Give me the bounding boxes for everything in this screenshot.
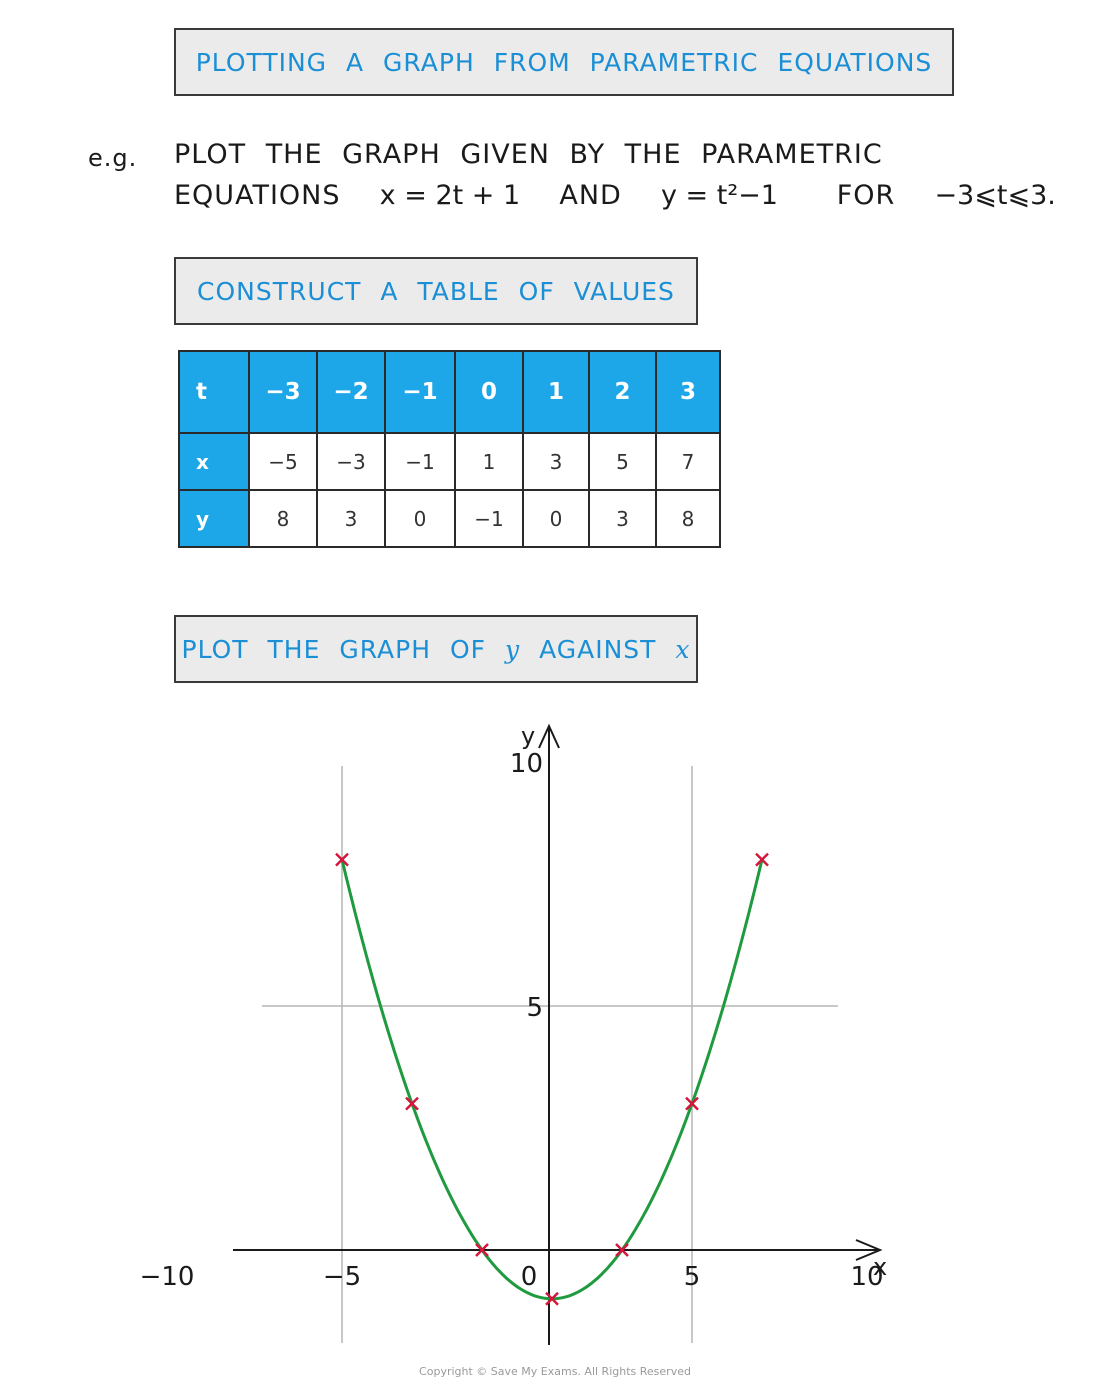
- and-word: AND: [559, 180, 622, 211]
- table-cell: 7: [655, 432, 721, 491]
- data-point: [755, 852, 769, 867]
- table-cell: 0: [522, 489, 590, 548]
- table-row-t: t −3 −2 −1 0 1 2 3: [178, 350, 721, 434]
- table-cell: 3: [316, 489, 386, 548]
- question-line-1: PLOT THE GRAPH GIVEN BY THE PARAMETRIC: [174, 139, 883, 170]
- table-cell: 1: [522, 350, 590, 434]
- table-row-y: y 8 3 0 −1 0 3 8: [178, 489, 721, 548]
- table-cell: 8: [655, 489, 721, 548]
- data-point: [475, 1243, 489, 1257]
- data-point: [615, 1243, 629, 1257]
- table-cell: 5: [588, 432, 657, 491]
- table-cell: −2: [316, 350, 386, 434]
- table-cell: 0: [454, 350, 524, 434]
- plotted-points: [335, 852, 769, 1306]
- title-box: PLOTTING A GRAPH FROM PARAMETRIC EQUATIO…: [174, 28, 954, 96]
- x-axis-arrow: [855, 1239, 883, 1261]
- data-point: [335, 852, 349, 867]
- plot-instruction-var-x: x: [675, 634, 691, 664]
- values-table: t −3 −2 −1 0 1 2 3 x −5 −3 −1 1 3 5 7 y …: [178, 350, 721, 548]
- row-label-y: y: [178, 489, 250, 548]
- y-tick-label: 5: [526, 993, 543, 1023]
- table-cell: −1: [384, 350, 456, 434]
- example-label: e.g.: [88, 144, 138, 172]
- x-tick-label: −10: [140, 1262, 195, 1292]
- axes: x y: [233, 722, 887, 1345]
- data-point: [405, 1096, 419, 1111]
- row-label-t: t: [178, 350, 250, 434]
- y-axis-arrow: [538, 723, 560, 749]
- plot-instruction-before: PLOT THE GRAPH OF: [181, 634, 487, 664]
- table-cell: 3: [588, 489, 657, 548]
- title-text: PLOTTING A GRAPH FROM PARAMETRIC EQUATIO…: [195, 47, 933, 77]
- table-cell: 2: [588, 350, 657, 434]
- x-tick-label: −5: [323, 1262, 361, 1292]
- table-cell: 8: [248, 489, 318, 548]
- table-instruction-text: CONSTRUCT A TABLE OF VALUES: [197, 276, 675, 306]
- table-cell: 3: [655, 350, 721, 434]
- for-word: FOR: [836, 180, 896, 211]
- table-cell: 1: [454, 432, 524, 491]
- x-tick-label: 10: [850, 1262, 883, 1292]
- parabola-curve: [340, 859, 764, 1301]
- equation-x: x = 2t + 1: [379, 180, 521, 211]
- parameter-range: −3⩽t⩽3.: [934, 180, 1056, 211]
- table-cell: −3: [248, 350, 318, 434]
- question-line-2: EQUATIONS x = 2t + 1 AND y = t²−1 FOR −3…: [174, 180, 1056, 211]
- y-tick-label: 10: [510, 749, 543, 779]
- y-axis-label: y: [521, 722, 535, 750]
- plot-instruction-var-y: y: [505, 634, 521, 664]
- table-cell: −5: [248, 432, 318, 491]
- data-point: [545, 1291, 559, 1306]
- table-cell: 3: [522, 432, 590, 491]
- table-cell: −1: [454, 489, 524, 548]
- equation-y: y = t²−1: [660, 180, 778, 211]
- tick-labels: −10 −5 0 5 10 5 10: [140, 749, 884, 1292]
- x-tick-label: 0: [521, 1262, 538, 1292]
- x-tick-label: 5: [684, 1262, 701, 1292]
- table-row-x: x −5 −3 −1 1 3 5 7: [178, 432, 721, 491]
- copyright-notice: Copyright © Save My Exams. All Rights Re…: [419, 1365, 691, 1378]
- data-point: [685, 1096, 699, 1111]
- plot-instruction-after: AGAINST: [539, 634, 657, 664]
- question-equations-word: EQUATIONS: [174, 180, 341, 211]
- table-cell: −1: [384, 432, 456, 491]
- plot-instruction-box: PLOT THE GRAPH OF y AGAINST x: [174, 615, 698, 683]
- x-axis-label: x: [873, 1253, 887, 1281]
- table-cell: −3: [316, 432, 386, 491]
- row-label-x: x: [178, 432, 250, 491]
- table-instruction-box: CONSTRUCT A TABLE OF VALUES: [174, 257, 698, 325]
- table-cell: 0: [384, 489, 456, 548]
